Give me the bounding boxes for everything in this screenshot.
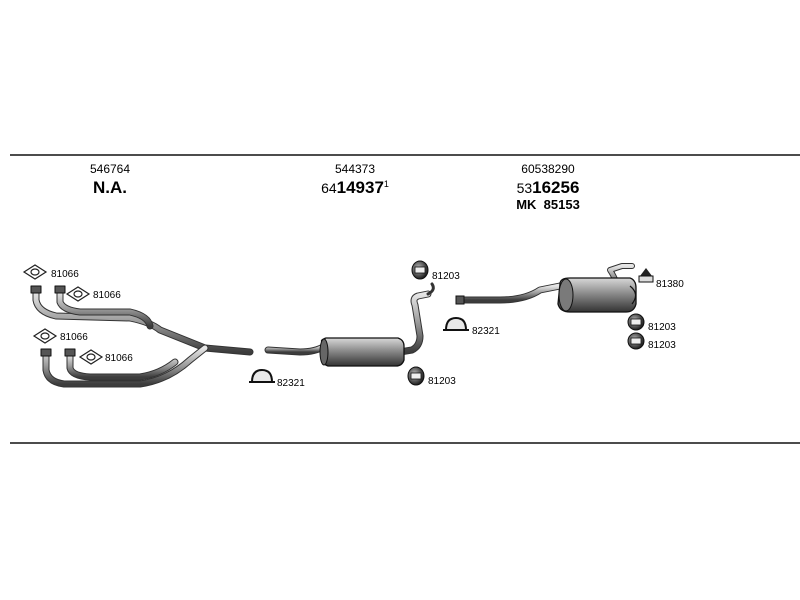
clamp-icon — [249, 368, 275, 383]
part-number-2-group: 64149371 — [321, 178, 389, 197]
part-main-3: 16256 — [532, 178, 579, 197]
alt-number-3: MK 85153 — [516, 197, 580, 212]
label-gasket-upper-pipe: 81066 — [93, 290, 121, 301]
gasket-icon — [32, 328, 58, 344]
hanger-icon — [638, 268, 654, 283]
label-rubber-mid-top: 81203 — [432, 271, 460, 282]
label-clamp-front: 82321 — [277, 378, 305, 389]
rubber-mount-icon — [411, 260, 429, 280]
gasket-icon — [22, 264, 48, 280]
center-muffler-icon — [319, 337, 405, 367]
gasket-icon — [78, 349, 104, 365]
gasket-icon — [65, 286, 91, 302]
oe-number-3: 60538290 — [521, 162, 575, 176]
rubber-mount-icon — [407, 366, 425, 386]
label-gasket-lower-pipe: 81066 — [105, 353, 133, 364]
oe-number-2: 544373 — [335, 162, 375, 176]
rubber-mount-icon — [627, 332, 645, 350]
part-suffix-2: 1 — [384, 179, 389, 189]
label-gasket-lower-left: 81066 — [60, 332, 88, 343]
label-rubber-rear-1: 81203 — [648, 322, 676, 333]
part-number-1: N.A. — [93, 178, 127, 197]
oe-number-1: 546764 — [90, 162, 130, 176]
front-downpipe-assembly — [30, 285, 254, 388]
label-rubber-rear-2: 81203 — [648, 340, 676, 351]
part-number-3-group: 5316256 — [517, 178, 580, 197]
clamp-icon — [443, 316, 469, 331]
label-hanger-rear: 81380 — [656, 279, 684, 290]
label-clamp-mid: 82321 — [472, 326, 500, 337]
label-rubber-mid-bottom: 81203 — [428, 376, 456, 387]
rear-silencer-assembly — [456, 263, 635, 304]
part-prefix-2: 64 — [321, 180, 337, 196]
part-main-2: 14937 — [337, 178, 384, 197]
rubber-mount-icon — [627, 313, 645, 331]
pipe-end-icon — [455, 295, 465, 305]
rear-muffler-icon — [557, 277, 637, 313]
part-prefix-3: 53 — [517, 180, 533, 196]
label-gasket-top-left: 81066 — [51, 269, 79, 280]
